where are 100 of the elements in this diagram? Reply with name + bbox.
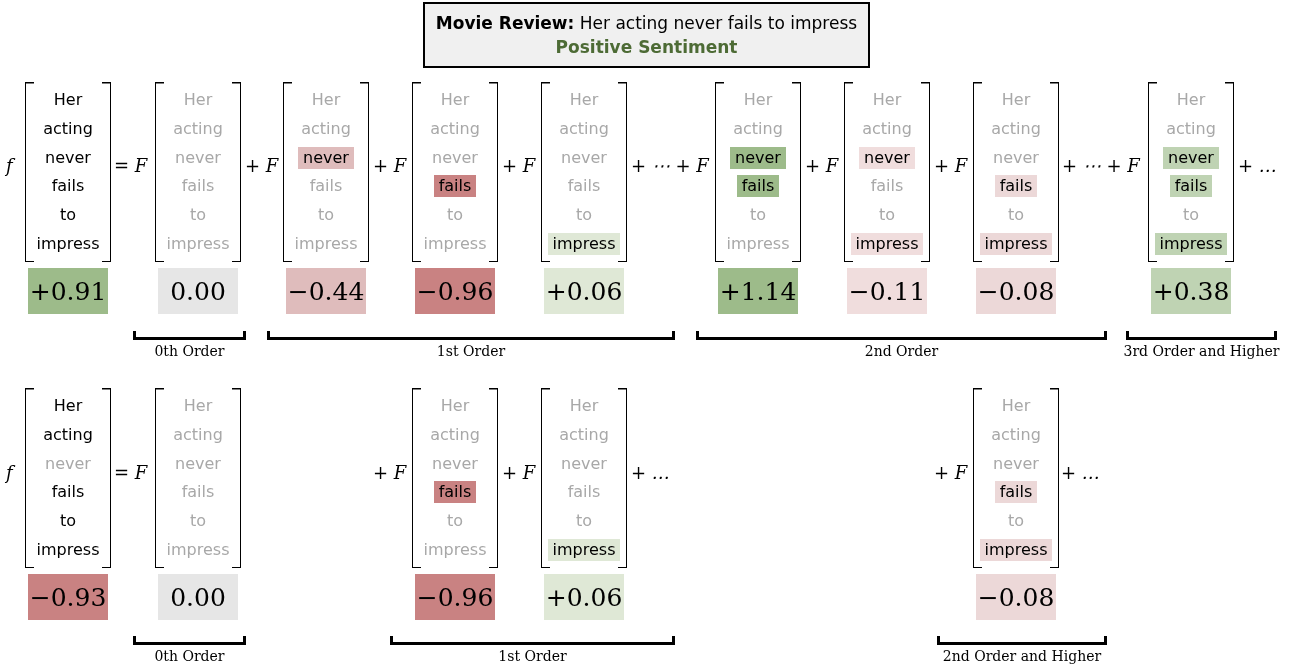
score-box: −0.11 <box>847 268 927 314</box>
math-operator: + F <box>805 155 839 176</box>
highlighted-word: impress <box>979 232 1053 255</box>
word: fails <box>566 481 602 504</box>
score-box: −0.96 <box>415 268 495 314</box>
math-operator: = F <box>114 462 148 483</box>
word: to <box>1006 203 1026 226</box>
word: to <box>316 203 336 226</box>
word: Her <box>182 89 214 112</box>
order-label: 2nd Order <box>864 343 939 359</box>
word: acting <box>558 118 610 140</box>
word: Her <box>1000 89 1032 112</box>
word: impress <box>422 538 488 561</box>
word: fails <box>50 175 86 198</box>
math-operator: + F <box>934 462 968 483</box>
math-operator: + F <box>934 155 968 176</box>
word: never <box>560 452 608 475</box>
word: impress <box>165 538 231 561</box>
word: acting <box>861 118 913 140</box>
word: to <box>188 509 208 532</box>
highlighted-word: impress <box>547 232 621 255</box>
sentiment-label: Positive Sentiment <box>555 37 738 57</box>
word: impress <box>165 232 231 255</box>
word: to <box>58 203 78 226</box>
word: acting <box>300 118 352 140</box>
word: never <box>560 146 608 169</box>
word: fails <box>180 175 216 198</box>
highlighted-word: impress <box>1154 232 1228 255</box>
word: fails <box>308 175 344 198</box>
math-operator: + … <box>1238 155 1277 176</box>
word: Her <box>742 89 774 112</box>
word: acting <box>990 118 1042 140</box>
word: acting <box>172 424 224 446</box>
highlighted-word: never <box>859 146 915 169</box>
math-operator: f <box>6 155 13 176</box>
math-operator: + ⋯ + F <box>631 155 709 176</box>
word: acting <box>990 424 1042 446</box>
word: to <box>58 509 78 532</box>
highlighted-word: fails <box>433 175 477 198</box>
word: impress <box>725 232 791 255</box>
score-box: +0.91 <box>28 268 108 314</box>
score-box: +0.06 <box>544 268 624 314</box>
score-box: −0.08 <box>976 574 1056 620</box>
highlighted-word: never <box>1163 146 1219 169</box>
word: never <box>992 452 1040 475</box>
math-operator: + … <box>631 462 670 483</box>
word: impress <box>422 232 488 255</box>
math-operator: = F <box>114 155 148 176</box>
word: never <box>44 452 92 475</box>
word: acting <box>1165 118 1217 140</box>
order-label: 0th Order <box>154 343 225 359</box>
order-label: 2nd Order and Higher <box>942 648 1102 664</box>
word: impress <box>35 538 101 561</box>
word: to <box>748 203 768 226</box>
highlighted-word: fails <box>994 175 1038 198</box>
highlighted-word: impress <box>850 232 924 255</box>
word: never <box>174 452 222 475</box>
score-box: −0.96 <box>415 574 495 620</box>
score-box: +0.06 <box>544 574 624 620</box>
score-box: −0.44 <box>286 268 366 314</box>
word: impress <box>35 232 101 255</box>
word: acting <box>42 424 94 446</box>
word: acting <box>429 424 481 446</box>
word: acting <box>429 118 481 140</box>
word: fails <box>566 175 602 198</box>
word: to <box>574 509 594 532</box>
highlighted-word: impress <box>547 538 621 561</box>
word: never <box>431 452 479 475</box>
math-operator: f <box>6 462 13 483</box>
word: to <box>574 203 594 226</box>
score-box: −0.93 <box>28 574 108 620</box>
math-operator: + F <box>373 462 407 483</box>
order-label: 0th Order <box>154 648 225 664</box>
title-box <box>423 2 870 68</box>
word: to <box>445 509 465 532</box>
word: never <box>431 146 479 169</box>
score-box: −0.08 <box>976 268 1056 314</box>
score-box: 0.00 <box>158 268 238 314</box>
word: Her <box>1175 89 1207 112</box>
highlighted-word: fails <box>736 175 780 198</box>
math-operator: + F <box>373 155 407 176</box>
word: Her <box>439 89 471 112</box>
word: Her <box>568 89 600 112</box>
math-operator: + F <box>245 155 279 176</box>
math-operator: + F <box>502 462 536 483</box>
word: acting <box>732 118 784 140</box>
word: Her <box>52 89 84 112</box>
word: fails <box>50 481 86 504</box>
word: Her <box>182 395 214 418</box>
word: never <box>44 146 92 169</box>
order-label: 3rd Order and Higher <box>1123 343 1280 359</box>
word: never <box>174 146 222 169</box>
word: fails <box>869 175 905 198</box>
score-box: 0.00 <box>158 574 238 620</box>
word: impress <box>293 232 359 255</box>
math-operator: + F <box>502 155 536 176</box>
word: acting <box>558 424 610 446</box>
word: to <box>877 203 897 226</box>
word: Her <box>439 395 471 418</box>
word: to <box>445 203 465 226</box>
